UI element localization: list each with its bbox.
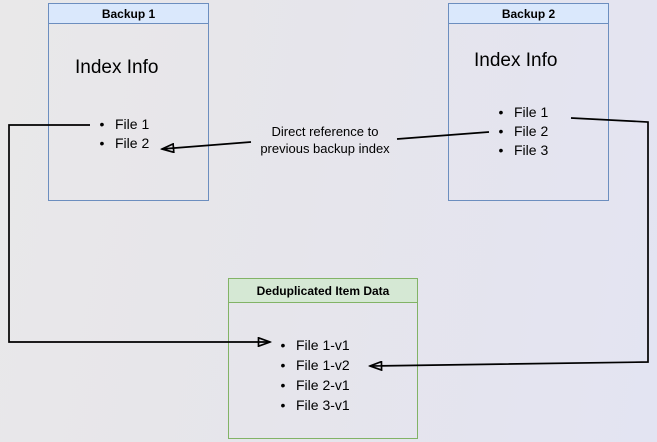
bullet-icon: • <box>498 142 504 158</box>
dedup-file-list: • File 1-v1 • File 1-v2 • File 2-v1 • File 3… <box>276 335 350 415</box>
file-label: File 1 <box>115 116 150 132</box>
bullet-icon: • <box>280 357 286 373</box>
file-label: File 3 <box>514 142 549 158</box>
bullet-icon: • <box>498 123 504 139</box>
file-version-label: File 1-v2 <box>296 357 350 373</box>
list-item: • File 1 <box>494 103 549 122</box>
file-version-label: File 2-v1 <box>296 377 350 393</box>
backup2-index-info-label: Index Info <box>474 50 558 71</box>
annotation-line2: previous backup index <box>260 141 390 156</box>
backup1-file-list: • File 1 • File 2 <box>95 115 150 153</box>
list-item: • File 1-v1 <box>276 335 350 355</box>
bullet-icon: • <box>498 104 504 120</box>
backup1-header: Backup 1 <box>49 4 208 24</box>
list-item: • File 2 <box>494 122 549 141</box>
bullet-icon: • <box>280 377 286 393</box>
list-item: • File 2-v1 <box>276 375 350 395</box>
list-item: • File 3 <box>494 141 549 160</box>
list-item: • File 2 <box>95 134 150 153</box>
backup2-box: Backup 2 Index Info • File 1 • File 2 • Fil… <box>448 3 609 201</box>
bullet-icon: • <box>99 135 105 151</box>
list-item: • File 3-v1 <box>276 395 350 415</box>
file-label: File 2 <box>115 135 150 151</box>
file-label: File 2 <box>514 123 549 139</box>
file-version-label: File 3-v1 <box>296 397 350 413</box>
file-label: File 1 <box>514 104 549 120</box>
bullet-icon: • <box>99 116 105 132</box>
bullet-icon: • <box>280 397 286 413</box>
backup2-file-list: • File 1 • File 2 • File 3 <box>494 103 549 160</box>
list-item: • File 1-v2 <box>276 355 350 375</box>
backup1-box: Backup 1 Index Info • File 1 • File 2 <box>48 3 209 201</box>
backup2-header: Backup 2 <box>449 4 608 24</box>
list-item: • File 1 <box>95 115 150 134</box>
deduplicated-item-data-box: Deduplicated Item Data • File 1-v1 • File … <box>228 278 418 439</box>
dedup-header: Deduplicated Item Data <box>229 279 417 303</box>
bullet-icon: • <box>280 337 286 353</box>
annotation-line1: Direct reference to <box>271 124 379 139</box>
reference-annotation: Direct reference to previous backup inde… <box>244 123 406 157</box>
file-version-label: File 1-v1 <box>296 337 350 353</box>
backup1-index-info-label: Index Info <box>75 57 159 78</box>
